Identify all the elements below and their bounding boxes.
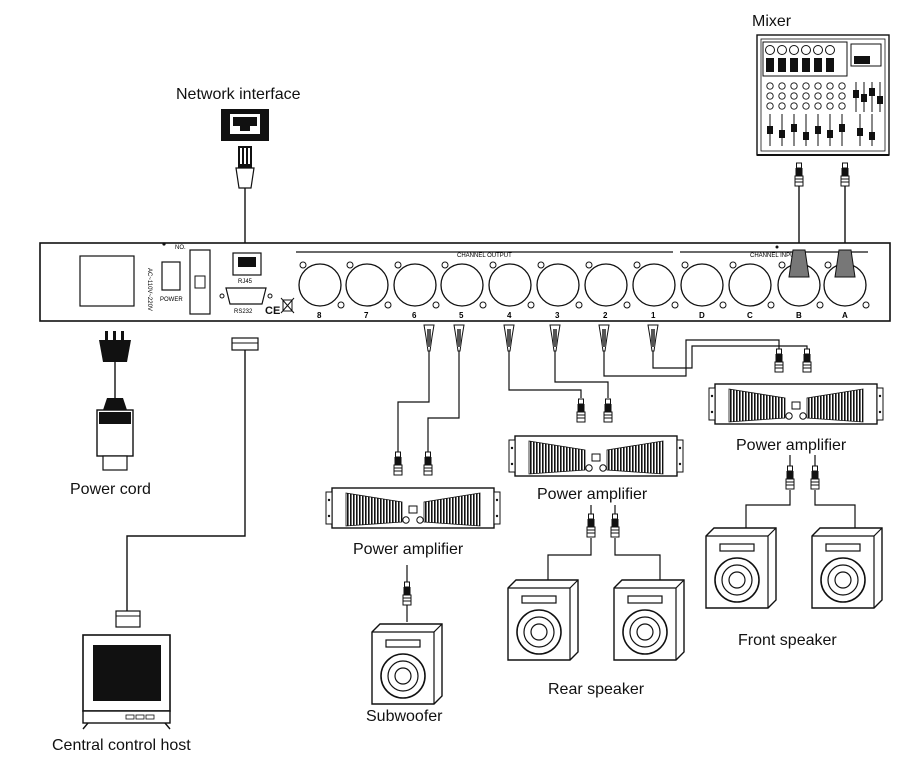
- rs232-cable: [115, 337, 259, 628]
- power-amplifier-left: [325, 487, 501, 529]
- weee-bin-icon: [280, 297, 295, 314]
- rear-speaker-right: [613, 579, 685, 661]
- mixer-cables: [794, 162, 850, 245]
- input-jack-b-label: B: [796, 311, 802, 320]
- front-speaker-right: [811, 527, 883, 609]
- front-speaker-label: Front speaker: [738, 632, 837, 649]
- power-cord-icon: [96, 331, 134, 471]
- rs232-label: RS232: [234, 309, 253, 315]
- network-interface-label: Network interface: [176, 86, 301, 103]
- amp-left-output: [402, 565, 412, 622]
- output-jack-5-label: 5: [459, 311, 464, 320]
- output-jack-7-label: 7: [364, 311, 369, 320]
- amp-right-inputs: [774, 348, 812, 373]
- ce-mark: CE: [265, 305, 280, 317]
- output-jack-8-label: 8: [317, 311, 322, 320]
- output-cables: [397, 339, 808, 452]
- input-jack-c-label: C: [747, 311, 753, 320]
- rear-speaker-left: [507, 579, 579, 661]
- power-cord-label: Power cord: [70, 481, 151, 498]
- power-amplifier-right-label: Power amplifier: [736, 437, 847, 454]
- voltage-label: AC~110V~220V: [146, 268, 152, 311]
- output-jack-3-label: 3: [555, 311, 560, 320]
- rj45-label: RJ45: [238, 279, 253, 285]
- output-jack-6-label: 6: [412, 311, 417, 320]
- network-cable: [235, 146, 255, 248]
- output-jack-4-label: 4: [507, 311, 512, 320]
- processor-panel: AC~110V~220V NO. POWER RJ45 RS232 CE CHA…: [39, 242, 891, 322]
- power-amplifier-middle-label: Power amplifier: [537, 486, 648, 503]
- rear-speaker-label: Rear speaker: [548, 681, 645, 698]
- output-jack-2-label: 2: [603, 311, 608, 320]
- input-jack-d-label: D: [699, 311, 705, 320]
- power-amplifier-right: [708, 383, 884, 425]
- output-jack-1-label: 1: [651, 311, 656, 320]
- power-amplifier-left-label: Power amplifier: [353, 541, 464, 558]
- no-label: NO.: [175, 245, 186, 251]
- network-port-icon: [221, 109, 269, 141]
- mixer-device: [756, 34, 890, 156]
- subwoofer-label: Subwoofer: [366, 708, 443, 725]
- computer-monitor-icon: [82, 634, 171, 730]
- amp-right-outputs: [745, 455, 856, 528]
- subwoofer-speaker: [371, 623, 443, 705]
- channel-input-label: CHANNEL INPUT: [750, 253, 798, 259]
- power-amplifier-middle: [508, 435, 684, 477]
- output-jacks: [298, 261, 679, 309]
- input-jack-a-label: A: [842, 311, 848, 320]
- output-xlr-plugs: [423, 324, 659, 352]
- output-jack-labels: 8 7 6 5 4 3 2 1: [317, 311, 656, 320]
- amp-left-inputs: [393, 451, 433, 476]
- input-jack-labels: D C B A: [699, 311, 848, 320]
- amp-middle-outputs: [547, 505, 661, 580]
- power-switch-label: POWER: [160, 297, 183, 303]
- input-jacks: [680, 249, 870, 309]
- amp-middle-inputs: [576, 398, 613, 423]
- central-control-host-label: Central control host: [52, 737, 191, 754]
- channel-output-label: CHANNEL OUTPUT: [457, 253, 512, 259]
- mixer-label: Mixer: [752, 13, 792, 30]
- front-speaker-left: [705, 527, 777, 609]
